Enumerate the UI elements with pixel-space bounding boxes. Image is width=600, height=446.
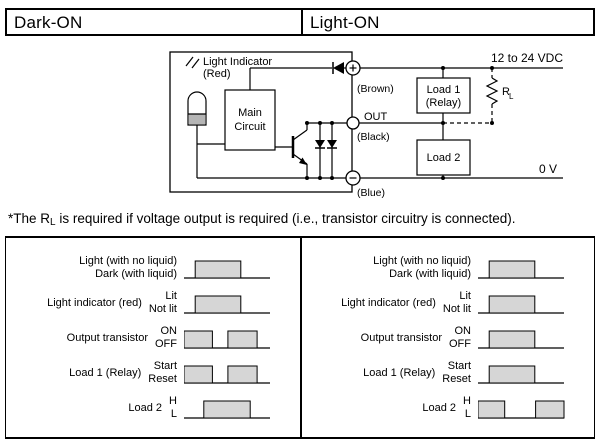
load1-label-1: Load 1: [427, 84, 461, 96]
signal-levels: H L: [463, 395, 471, 421]
low-level-label: Not lit: [148, 302, 177, 315]
timing-row-light: Light (with no liquid) Dark (with liquid…: [6, 250, 300, 285]
high-level-label: Light (with no liquid): [373, 254, 471, 267]
waveform: [184, 365, 270, 384]
rl-subscript: L: [509, 92, 514, 101]
header-dark-on: Dark-ON: [7, 10, 303, 34]
low-level-label: L: [170, 407, 177, 420]
light-indicator-color-label: (Red): [203, 68, 231, 80]
signal-label: Output transistor: [66, 331, 148, 344]
load1-label-2: (Relay): [426, 97, 461, 109]
circuit-diagram: Light Indicator (Red) Main Circuit: [169, 51, 563, 199]
out-label: OUT: [364, 111, 388, 123]
signal-levels: Start Reset: [442, 360, 471, 386]
signal-levels: Start Reset: [148, 360, 177, 386]
supply-rail: [249, 67, 563, 90]
high-level-label: Light (with no liquid): [79, 254, 177, 267]
plus-terminal-icon: [345, 60, 361, 76]
rl-label: R: [502, 86, 510, 98]
signal-levels: Light (with no liquid) Dark (with liquid…: [373, 255, 471, 281]
footnote-subscript: L: [50, 217, 56, 228]
main-circuit-label-2: Circuit: [234, 121, 265, 133]
mode-header-table: Dark-ON Light-ON: [5, 8, 595, 36]
high-level-label: Start: [153, 359, 177, 372]
footnote-prefix: *The R: [8, 211, 51, 226]
timing-row-load1: Load 1 (Relay) Start Reset: [302, 355, 594, 390]
signal-label: Light indicator (red): [341, 296, 436, 309]
low-level-label: OFF: [155, 337, 177, 350]
high-level-label: H: [169, 394, 177, 407]
timing-row-light: Light (with no liquid) Dark (with liquid…: [302, 250, 594, 285]
timing-row-load2: Load 2 H L: [6, 390, 300, 425]
waveform: [184, 400, 270, 419]
high-level-label: Start: [447, 359, 471, 372]
waveform: [478, 330, 564, 349]
brown-wire-label: (Brown): [357, 83, 394, 95]
high-level-label: ON: [454, 324, 472, 337]
low-level-label: L: [464, 407, 471, 420]
load2-label: Load 2: [427, 152, 461, 164]
main-circuit-box: Main Circuit: [224, 89, 276, 151]
low-level-label: Reset: [442, 372, 471, 385]
low-level-label: Dark (with liquid): [389, 267, 471, 280]
main-circuit-label-1: Main: [238, 107, 262, 119]
signal-levels: Lit Not lit: [443, 290, 471, 316]
signal-levels: Light (with no liquid) Dark (with liquid…: [79, 255, 177, 281]
out-terminal-icon: [346, 116, 360, 130]
waveform: [478, 400, 565, 419]
supply-voltage-label: 12 to 24 VDC: [491, 51, 563, 65]
timing-row-transistor: Output transistor ON OFF: [6, 320, 300, 355]
timing-chart-table: Light (with no liquid) Dark (with liquid…: [5, 236, 595, 439]
minus-terminal-icon: [345, 170, 361, 186]
low-level-label: Dark (with liquid): [95, 267, 177, 280]
signal-levels: ON OFF: [449, 325, 471, 351]
timing-panel-light-on: Light (with no liquid) Dark (with liquid…: [300, 238, 594, 437]
load1-box: Load 1 (Relay): [416, 66, 471, 125]
low-level-label: OFF: [449, 337, 471, 350]
load2-box: Load 2: [416, 123, 471, 180]
timing-row-indicator: Light indicator (red) Lit Not lit: [302, 285, 594, 320]
led-indicator: [187, 91, 225, 178]
header-light-on: Light-ON: [310, 13, 380, 32]
signal-levels: ON OFF: [155, 325, 177, 351]
timing-row-load2: Load 2 H L: [302, 390, 594, 425]
rl-resistor: R L: [443, 66, 514, 125]
zero-volt-label: 0 V: [539, 162, 557, 176]
low-level-label: Reset: [148, 372, 177, 385]
blue-wire-label: (Blue): [357, 187, 385, 199]
black-wire-label: (Black): [357, 131, 390, 143]
waveform: [478, 295, 564, 314]
signal-levels: Lit Not lit: [149, 290, 177, 316]
high-level-label: H: [463, 394, 471, 407]
timing-panel-dark-on: Light (with no liquid) Dark (with liquid…: [6, 238, 300, 437]
waveform: [184, 295, 270, 314]
signal-label: Light indicator (red): [47, 296, 142, 309]
signal-levels: H L: [169, 395, 177, 421]
waveform: [184, 260, 270, 279]
signal-label: Load 1 (Relay): [363, 366, 436, 379]
protection-diode-icon: [332, 62, 346, 74]
signal-label: Load 2: [422, 401, 457, 414]
timing-row-load1: Load 1 (Relay) Start Reset: [6, 355, 300, 390]
high-level-label: ON: [160, 324, 178, 337]
output-transistor: [275, 121, 309, 180]
footnote-suffix: is required if voltage output is require…: [55, 211, 516, 226]
signal-label: Load 2: [128, 401, 163, 414]
low-level-label: Not lit: [442, 302, 471, 315]
zener-diodes: [315, 121, 337, 180]
timing-row-transistor: Output transistor ON OFF: [302, 320, 594, 355]
signal-label: Output transistor: [360, 331, 442, 344]
waveform: [478, 365, 564, 384]
light-indicator-label: Light Indicator: [203, 56, 272, 68]
rl-footnote: *The RL is required if voltage output is…: [8, 211, 516, 228]
high-level-label: Lit: [459, 289, 471, 302]
waveform: [478, 260, 564, 279]
signal-label: Load 1 (Relay): [69, 366, 142, 379]
timing-row-indicator: Light indicator (red) Lit Not lit: [6, 285, 300, 320]
light-emission-icon: [185, 56, 200, 69]
waveform: [184, 330, 270, 349]
high-level-label: Lit: [165, 289, 177, 302]
